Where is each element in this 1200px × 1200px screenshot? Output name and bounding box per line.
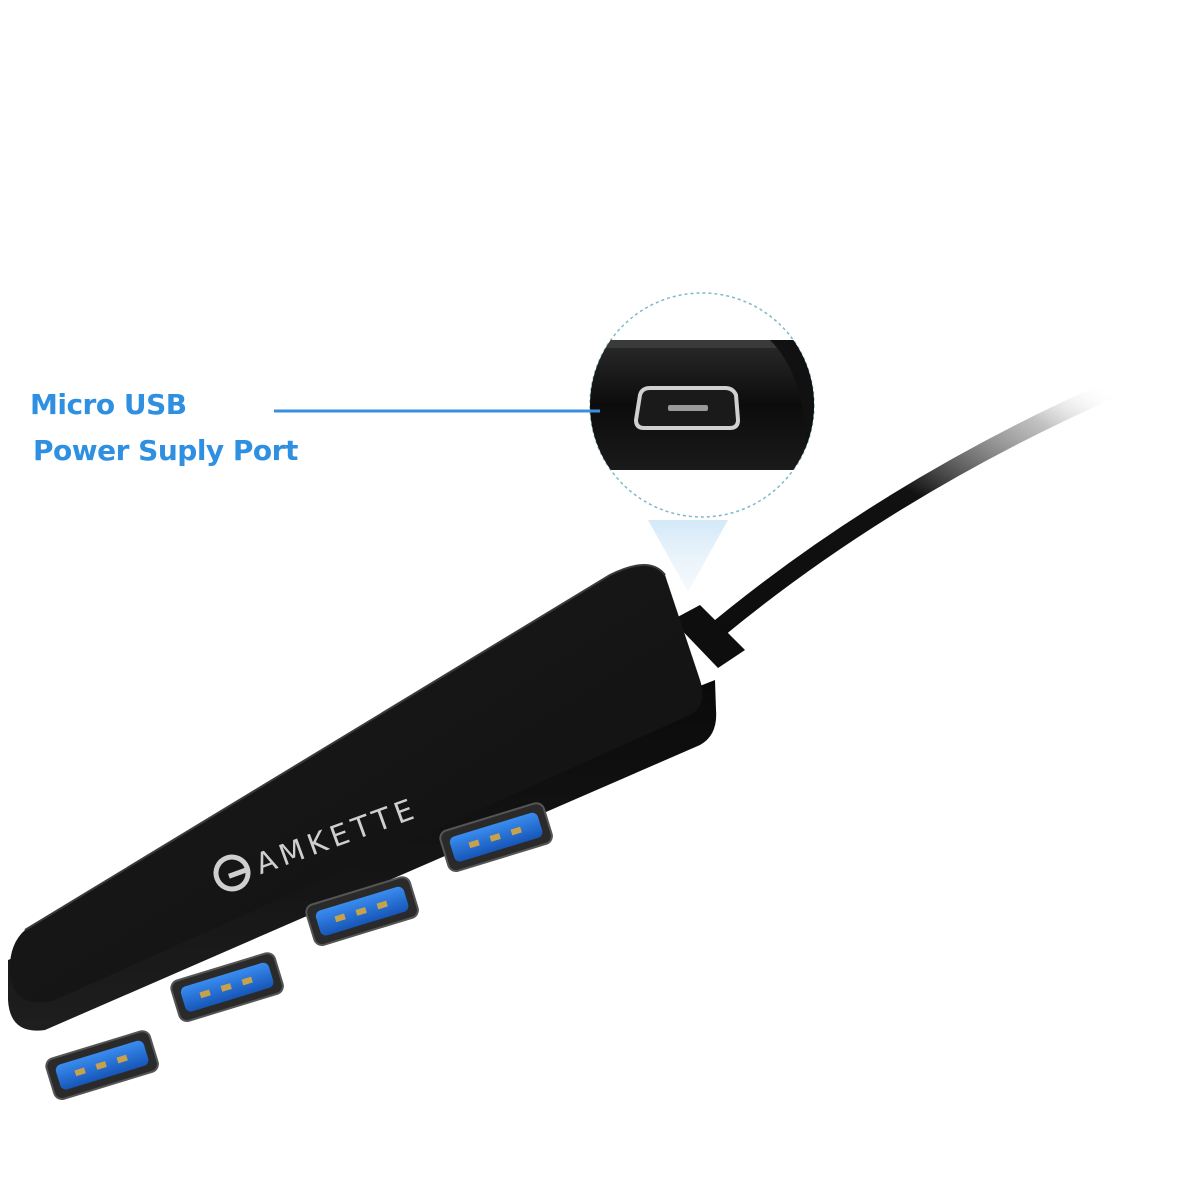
usb-port-1 xyxy=(45,1030,159,1101)
micro-usb-port xyxy=(633,386,741,430)
usb-port-3 xyxy=(305,876,419,947)
hub-edge-highlight xyxy=(24,564,666,931)
brand-logo-icon xyxy=(213,854,251,892)
cable-strain-relief xyxy=(672,605,745,668)
cable xyxy=(696,381,1119,649)
usb-port-4 xyxy=(439,802,553,873)
usb-port-2 xyxy=(170,952,284,1023)
hub-top-face xyxy=(9,565,703,1003)
callout-label-power-port: Power Suply Port xyxy=(33,434,298,467)
callout-label-micro-usb: Micro USB xyxy=(30,388,187,421)
zoom-callout-cone xyxy=(648,520,728,592)
zoom-circle xyxy=(589,292,815,518)
